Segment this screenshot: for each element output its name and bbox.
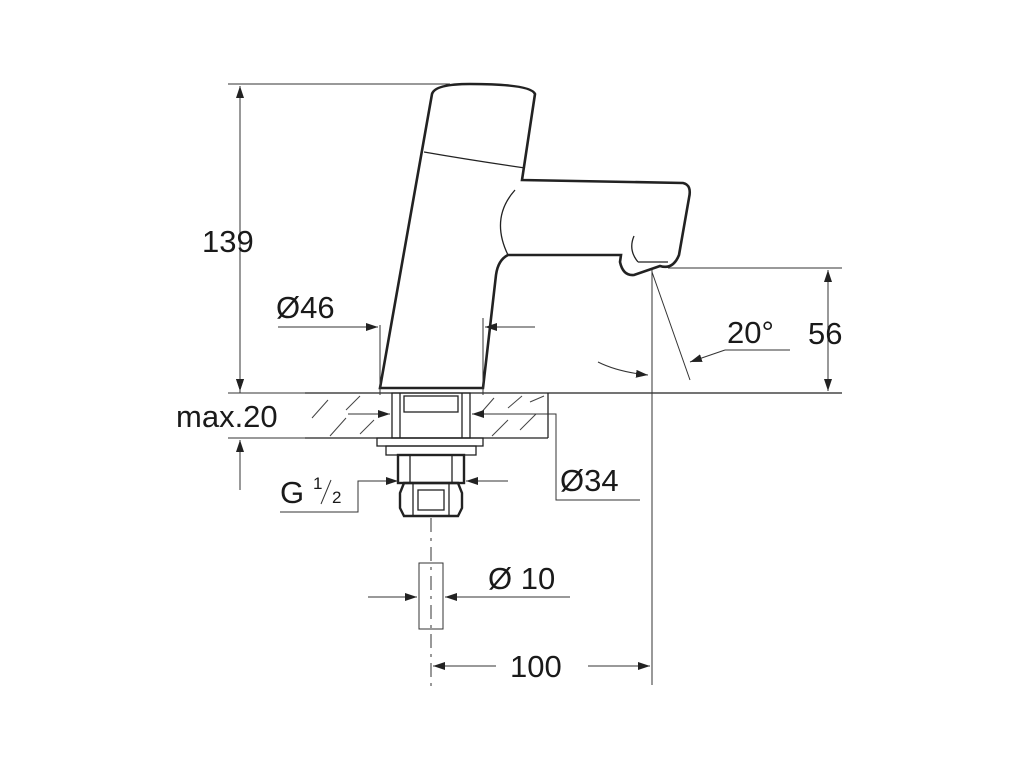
cap-seam-line <box>423 151 526 169</box>
thread-g-label: G <box>280 475 304 510</box>
pipe-diameter-label: Ø 10 <box>488 561 555 596</box>
countertop-hatching <box>311 395 545 437</box>
height-139-dimension: 139 <box>202 83 450 394</box>
shank-diameter-dimension: Ø34 <box>348 410 640 501</box>
faucet <box>378 82 692 390</box>
aerator-outline <box>631 235 668 263</box>
body-curve-line <box>499 189 516 256</box>
thread-dimension: G 1 2 <box>280 474 508 513</box>
body-diameter-dimension: Ø46 <box>276 290 535 395</box>
mount-thickness-label: max.20 <box>176 399 278 434</box>
thread-numerator: 1 <box>313 474 322 493</box>
thread-denominator: 2 <box>332 488 341 507</box>
spout-reach-label: 100 <box>510 649 562 684</box>
spout-height-label: 56 <box>808 316 842 351</box>
pipe-diameter-dimension: Ø 10 <box>368 561 570 601</box>
body-diameter-label: Ø46 <box>276 290 335 325</box>
spout-angle-label: 20° <box>727 315 774 350</box>
mount-thickness-dimension: max.20 <box>176 362 305 490</box>
spout-height-dimension: 56 <box>668 267 842 391</box>
mounting-hardware <box>376 392 484 690</box>
spout-reach-dimension: 100 <box>433 270 653 685</box>
faucet-body <box>378 82 692 390</box>
spout-angle-dimension: 20° <box>597 271 790 381</box>
height-label: 139 <box>202 224 254 259</box>
shank-diameter-label: Ø34 <box>560 463 619 498</box>
countertop <box>305 392 842 439</box>
